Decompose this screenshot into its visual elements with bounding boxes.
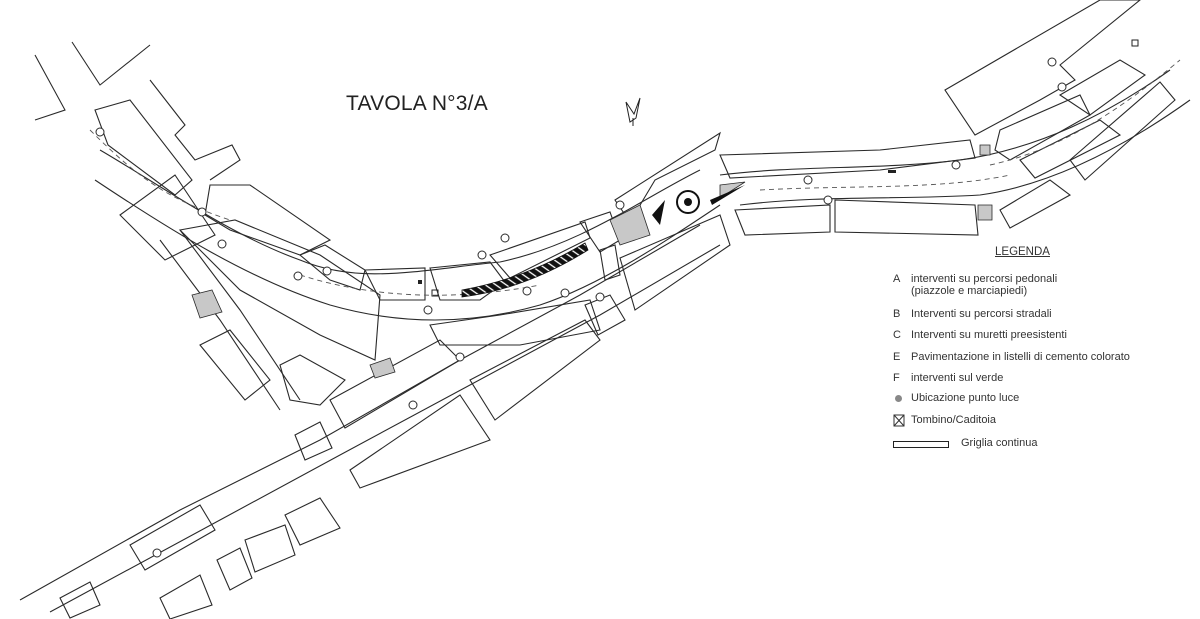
legend-item-light-point: Ubicazione punto luce [893,392,1019,405]
legend-item-f: F interventi sul verde [893,372,1003,384]
manhole-icon [893,414,905,427]
sidewalk-dashes [89,59,1181,296]
legend-text: Griglia continua [961,437,1038,449]
legend-item-c: C Interventi su muretti preesistenti [893,329,1067,341]
north-arrow-icon [625,97,641,126]
legend-text: Interventi su percorsi stradali [911,308,1052,320]
legend-text: Interventi su muretti preesistenti [911,329,1067,341]
legend-text: interventi su percorsi pedonali [911,273,1058,285]
legend-item-e: E Pavimentazione in listelli di cemento … [893,351,1130,363]
legend-item-a: A interventi su percorsi pedonali (piazz… [893,273,1057,297]
legend-key: E [893,351,901,363]
roundabout [652,185,745,225]
legend-item-manhole: Tombino/Caditoia [893,414,996,430]
legend-heading: LEGENDA [995,246,1050,258]
legend-item-b: B Interventi su percorsi stradali [893,308,1052,320]
light-point-icon [895,395,902,402]
small-utility-marks [418,39,1139,297]
drawing-title: TAVOLA N°3/A [346,92,488,115]
legend-key: C [893,329,901,341]
paved-areas [191,144,993,379]
legend-key: A [893,273,901,285]
legend-item-continuous-grate: Griglia continua [893,437,1037,449]
light-points [95,57,1067,558]
legend-text-sub: (piazzole e marciapiedi) [911,285,1028,297]
legend-text: Tombino/Caditoia [911,414,996,426]
legend-text: interventi sul verde [911,372,1004,384]
colored-concrete-strip-pattern [461,242,589,298]
legend-text: Ubicazione punto luce [911,392,1020,404]
legend-key: B [893,308,901,320]
legend-key: F [893,372,900,384]
legend-text: Pavimentazione in listelli di cemento co… [911,351,1130,363]
continuous-grate-icon [893,441,949,448]
road-outlines [19,69,1191,613]
